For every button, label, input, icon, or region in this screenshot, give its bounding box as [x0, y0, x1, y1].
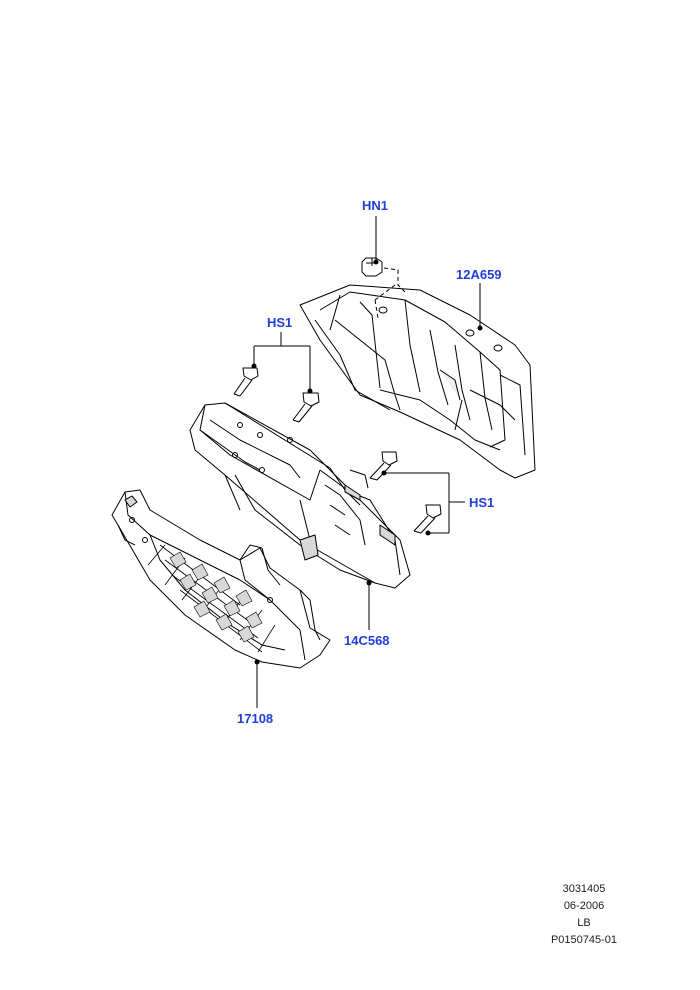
- reference-date: 06-2006: [563, 900, 605, 912]
- callout-12a659: 12A659: [456, 267, 502, 282]
- cover-17108: [111, 489, 331, 669]
- bolt-hs1-top-left: [233, 367, 259, 397]
- bolt-hs1-top-right: [292, 392, 320, 423]
- bolt-hs1-right-upper: [369, 451, 398, 481]
- callout-hs1-top: HS1: [267, 315, 293, 330]
- drawing-reference-block: 3031405 06-2006 LB P0150745-01: [534, 881, 634, 949]
- callout-hn1: HN1: [362, 198, 389, 213]
- reference-number: 3031405: [562, 883, 606, 895]
- bracket-12a659: [299, 284, 536, 479]
- callout-14c568: 14C568: [344, 633, 390, 648]
- reference-id: P0150745-01: [550, 934, 618, 946]
- callout-17108: 17108: [237, 711, 274, 726]
- bolt-hs1-right-lower: [413, 504, 442, 534]
- callout-hs1-right: HS1: [469, 495, 495, 510]
- reference-code: LB: [577, 917, 591, 929]
- module-14c568: [189, 402, 411, 589]
- leader-lines: [251, 216, 483, 708]
